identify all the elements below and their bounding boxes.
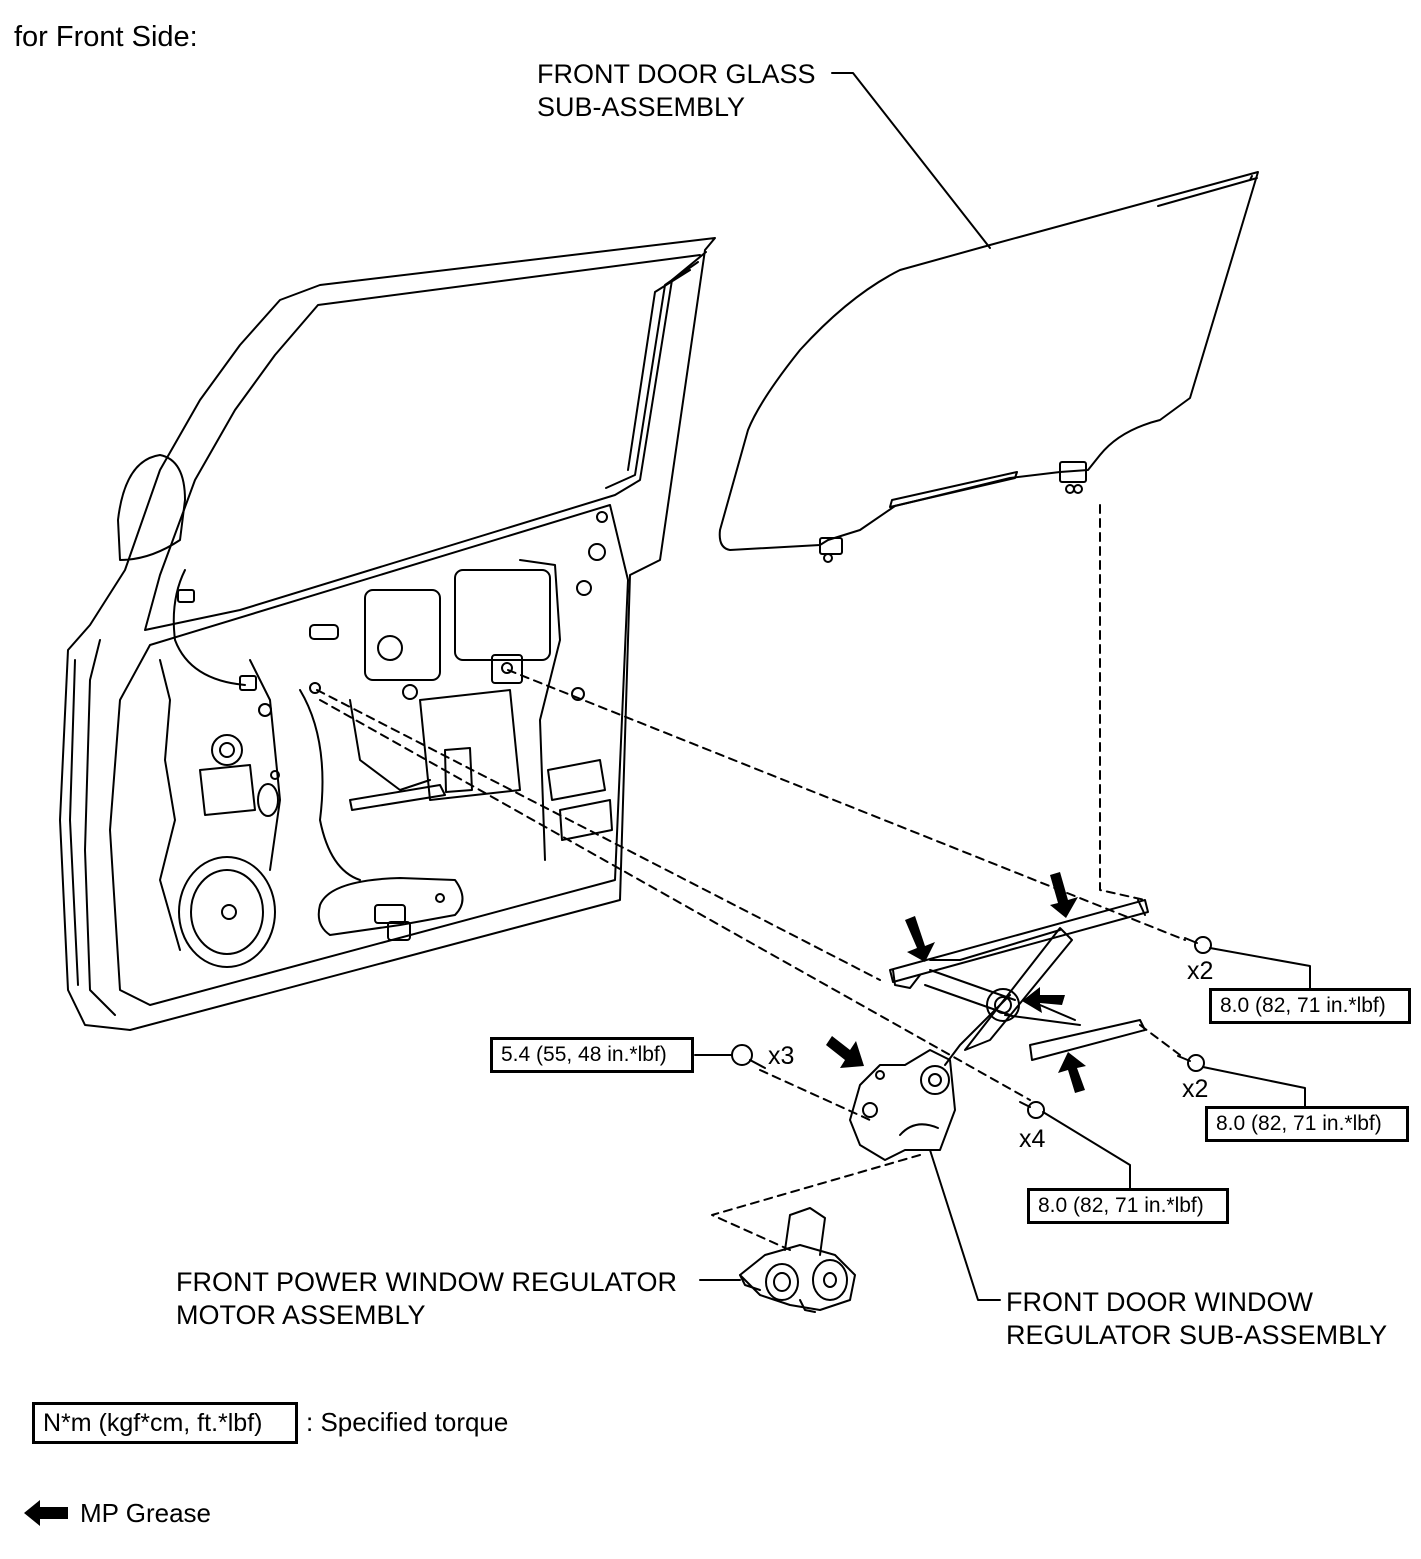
quantity-bolt-mid-x2: x2: [1182, 1075, 1209, 1103]
front-power-window-regulator-motor: [739, 1207, 856, 1313]
torque-box-bolt-mid-x2: 8.0 (82, 71 in.*lbf): [1205, 1106, 1409, 1142]
front-door-glass: [718, 171, 1259, 563]
motor-label-line2: MOTOR ASSEMBLY: [176, 1300, 426, 1330]
legend-grease-text: MP Grease: [80, 1498, 212, 1528]
front-door-window-regulator: [849, 899, 1149, 1161]
torque-box-bolt-top-x2: 8.0 (82, 71 in.*lbf): [1209, 988, 1411, 1024]
quantity-bolt-top-x2: x2: [1187, 957, 1214, 985]
quantity-nut-x4: x4: [1019, 1125, 1046, 1153]
glass-label-line2: SUB-ASSEMBLY: [537, 92, 746, 122]
grease-arrows: [24, 872, 1086, 1526]
fastener-bolts: [731, 936, 1212, 1119]
front-door-panel: [59, 237, 716, 1031]
regulator-label-line1: FRONT DOOR WINDOW: [1006, 1287, 1313, 1317]
regulator-label-line2: REGULATOR SUB-ASSEMBLY: [1006, 1320, 1388, 1350]
legend-torque-box: N*m (kgf*cm, ft.*lbf): [32, 1402, 298, 1444]
alignment-lines: [316, 504, 1186, 1251]
glass-label-line1: FRONT DOOR GLASS: [537, 59, 816, 89]
leader-lines: [694, 72, 1311, 1301]
motor-label-line1: FRONT POWER WINDOW REGULATOR: [176, 1267, 678, 1297]
torque-box-nut-x4: 8.0 (82, 71 in.*lbf): [1027, 1188, 1229, 1224]
torque-box-bolt-x3: 5.4 (55, 48 in.*lbf): [490, 1037, 694, 1073]
legend-torque-text: : Specified torque: [306, 1407, 509, 1437]
page-heading: for Front Side:: [14, 21, 198, 53]
quantity-bolt-x3: x3: [768, 1042, 795, 1070]
